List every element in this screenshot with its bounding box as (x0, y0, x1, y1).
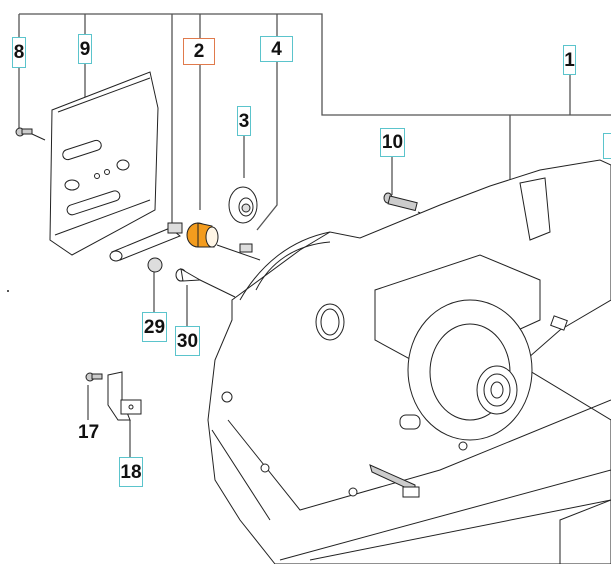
callout-30[interactable]: 30 (175, 326, 200, 356)
tensioner-rod-part[interactable] (109, 222, 183, 262)
callout-4[interactable]: 4 (260, 36, 293, 62)
callout-3[interactable]: 3 (237, 106, 251, 136)
pulley-part[interactable] (228, 186, 258, 224)
stray-dot (7, 290, 9, 292)
callout-2-selected[interactable]: 2 (183, 38, 215, 65)
leader-top-bar-right (172, 13, 611, 116)
callout-29[interactable]: 29 (142, 312, 167, 342)
bushing-part-highlighted[interactable] (186, 222, 261, 261)
leader-lines (18, 13, 611, 458)
screw-17-part[interactable] (85, 372, 103, 382)
callout-1[interactable]: 1 (563, 45, 576, 75)
leader-4 (256, 14, 278, 231)
callout-18[interactable]: 18 (119, 457, 143, 487)
callout-partial-edge[interactable] (603, 133, 611, 159)
callout-8[interactable]: 8 (12, 37, 26, 68)
crankcase-part[interactable] (207, 159, 611, 564)
bolt-10-part[interactable] (383, 192, 441, 223)
screw-8-part[interactable] (15, 127, 46, 141)
pin-30-part[interactable] (175, 268, 236, 298)
guide-plate-part[interactable] (49, 71, 159, 256)
callout-17[interactable]: 17 (78, 422, 100, 443)
bolt-4-part[interactable] (239, 243, 253, 253)
bracket-18-part[interactable] (107, 371, 142, 421)
callout-9[interactable]: 9 (78, 34, 92, 64)
nut-29-part[interactable] (147, 257, 163, 273)
callout-10[interactable]: 10 (380, 128, 405, 157)
